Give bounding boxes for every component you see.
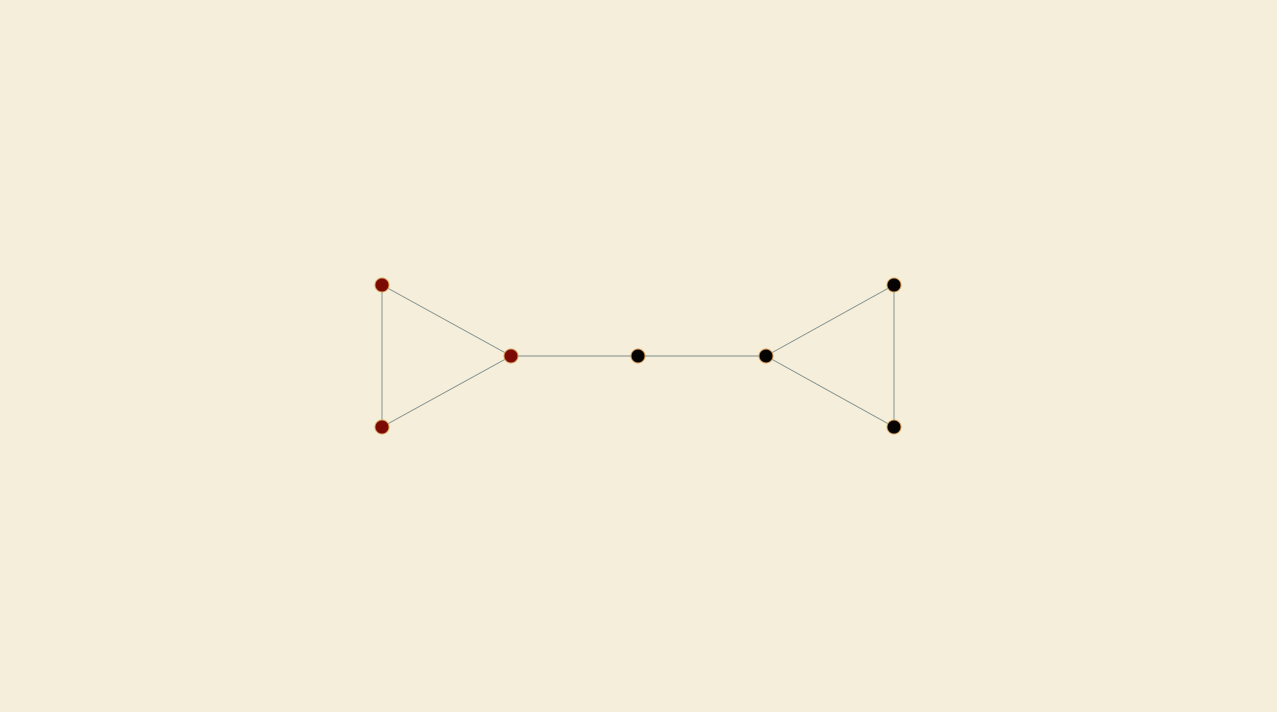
edge-n2-n3 (381, 355, 512, 428)
graph-node-n2[interactable] (374, 419, 390, 435)
graph-node-n5[interactable] (758, 348, 774, 364)
graph-node-n1[interactable] (374, 277, 390, 293)
graph-node-n7[interactable] (886, 419, 902, 435)
edges-layer (381, 284, 895, 428)
edge-n1-n3 (381, 284, 512, 357)
graph-node-n4[interactable] (630, 348, 646, 364)
edge-n5-n7 (765, 355, 895, 428)
edge-n5-n6 (765, 284, 895, 357)
nodes-layer (374, 277, 902, 435)
graph-node-n3[interactable] (503, 348, 519, 364)
graph-node-n6[interactable] (886, 277, 902, 293)
